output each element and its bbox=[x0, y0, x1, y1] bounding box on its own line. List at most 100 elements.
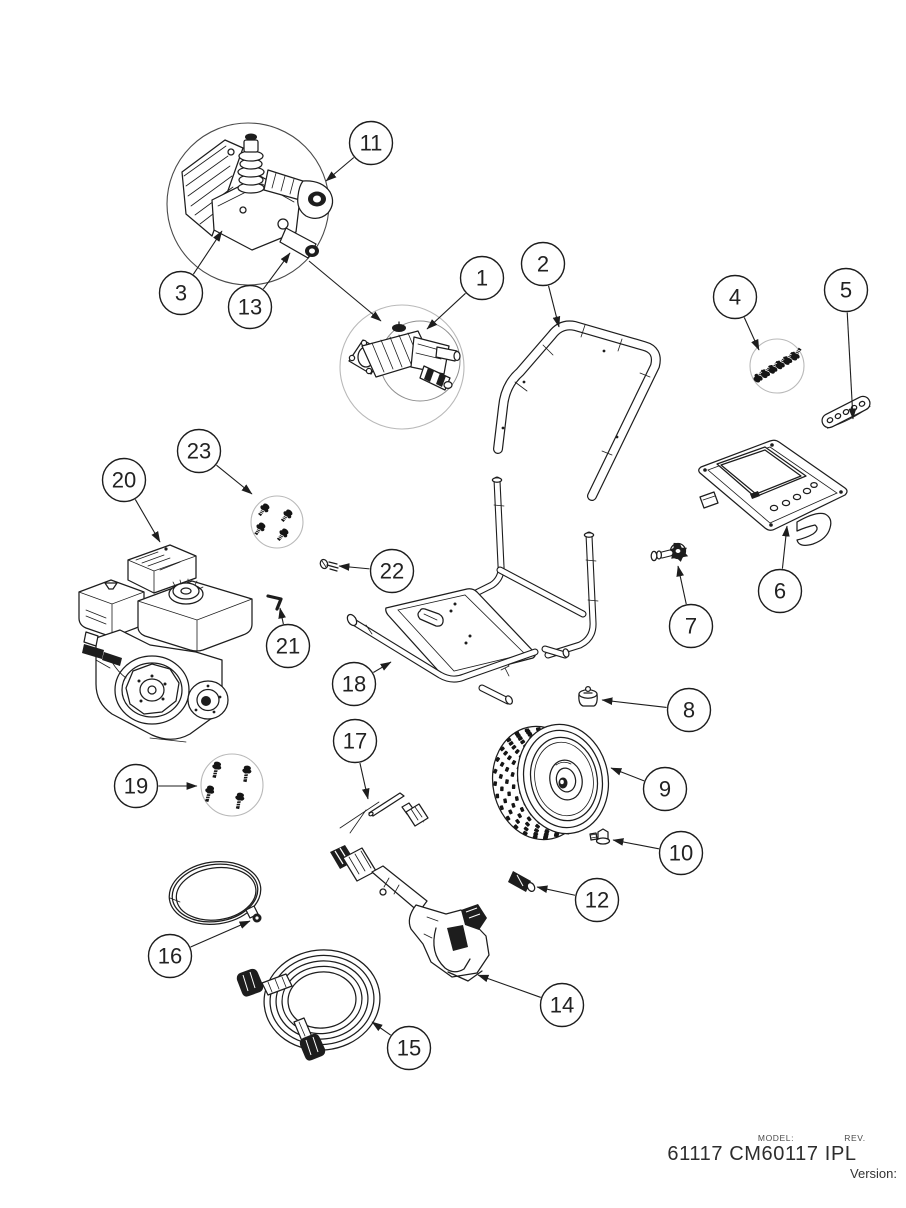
screw-22 bbox=[319, 558, 339, 572]
leader-line-5 bbox=[846, 312, 857, 420]
callout-19: 19 bbox=[113, 763, 159, 809]
callout-6: 6 bbox=[757, 568, 803, 614]
callout-18: 18 bbox=[331, 661, 377, 707]
title-block: MODEL: 61117 CM60117 IPL REV. Version: bbox=[667, 1133, 897, 1181]
model-label: MODEL: bbox=[758, 1133, 794, 1143]
leader-line-20 bbox=[134, 499, 161, 543]
leader-line-13 bbox=[262, 252, 291, 290]
callout-number-16: 16 bbox=[158, 944, 182, 969]
callout-number-19: 19 bbox=[124, 774, 148, 799]
callout-10: 10 bbox=[658, 830, 704, 876]
callout-number-6: 6 bbox=[774, 579, 786, 604]
callout-number-7: 7 bbox=[685, 614, 697, 639]
leader-line-7 bbox=[676, 565, 687, 605]
shim-17 bbox=[339, 792, 405, 834]
axle-cap-8 bbox=[578, 685, 598, 707]
bolt-icon bbox=[205, 785, 215, 803]
bolt-icon bbox=[242, 765, 252, 783]
pump-detail-inset bbox=[166, 122, 334, 286]
leader-line-23 bbox=[216, 464, 253, 495]
callout-2: 2 bbox=[520, 241, 566, 287]
callout-5: 5 bbox=[823, 267, 869, 313]
callout-number-9: 9 bbox=[659, 777, 671, 802]
pump-assembly bbox=[339, 304, 465, 430]
bolt-icon bbox=[254, 522, 266, 536]
callout-number-13: 13 bbox=[238, 295, 262, 320]
callout-number-18: 18 bbox=[342, 672, 366, 697]
detail-reference-line bbox=[308, 260, 382, 322]
leader-line-11 bbox=[325, 157, 355, 182]
frame-18 bbox=[346, 476, 599, 705]
leader-line-12 bbox=[536, 885, 576, 896]
bolt-icon bbox=[280, 509, 293, 522]
hex-key-21 bbox=[266, 594, 283, 611]
mounting-plate-5 bbox=[821, 395, 871, 429]
callout-number-1: 1 bbox=[476, 266, 488, 291]
callout-16: 16 bbox=[147, 933, 193, 979]
handle-tube bbox=[493, 320, 661, 501]
model-value: 61117 CM60117 IPL bbox=[667, 1143, 856, 1165]
callout-number-5: 5 bbox=[840, 278, 852, 303]
callout-number-8: 8 bbox=[683, 698, 695, 723]
leader-line-1 bbox=[426, 292, 466, 330]
bolt-icon bbox=[258, 503, 270, 517]
control-panel-6 bbox=[698, 439, 848, 546]
leader-line-2 bbox=[548, 285, 561, 328]
callout-12: 12 bbox=[574, 877, 620, 923]
callout-22: 22 bbox=[369, 548, 415, 594]
callout-number-21: 21 bbox=[276, 634, 300, 659]
callout-15: 15 bbox=[386, 1025, 432, 1071]
callout-23: 23 bbox=[176, 428, 222, 474]
callout-number-11: 11 bbox=[360, 131, 383, 156]
bolt-icon bbox=[276, 528, 289, 541]
callout-8: 8 bbox=[666, 687, 712, 733]
spray-gun-14 bbox=[330, 845, 490, 982]
callout-number-3: 3 bbox=[175, 281, 187, 306]
leader-line-15 bbox=[371, 1021, 391, 1036]
callout-1: 1 bbox=[459, 255, 505, 301]
callout-number-4: 4 bbox=[729, 285, 741, 310]
leader-line-9 bbox=[610, 767, 645, 782]
leader-line-3 bbox=[192, 230, 223, 275]
callout-3: 3 bbox=[158, 270, 204, 316]
callout-21: 21 bbox=[265, 623, 311, 669]
bolt-icon bbox=[790, 347, 802, 361]
bolt-kit-19 bbox=[200, 753, 264, 817]
callout-number-12: 12 bbox=[585, 888, 609, 913]
lance-12 bbox=[401, 802, 536, 892]
callout-number-14: 14 bbox=[550, 993, 574, 1018]
leader-line-22 bbox=[338, 563, 370, 571]
callout-20: 20 bbox=[101, 457, 147, 503]
bolt-kit-23 bbox=[250, 495, 304, 549]
leader-line-18 bbox=[373, 661, 392, 673]
rev-label: REV. bbox=[844, 1133, 865, 1143]
callout-number-10: 10 bbox=[669, 841, 693, 866]
leader-line-8 bbox=[601, 697, 667, 708]
callout-11: 11 bbox=[348, 120, 394, 166]
callout-9: 9 bbox=[642, 766, 688, 812]
leader-line-16 bbox=[190, 920, 251, 948]
callout-number-15: 15 bbox=[397, 1036, 421, 1061]
high-pressure-hose-15 bbox=[236, 949, 381, 1061]
callout-number-20: 20 bbox=[112, 468, 136, 493]
leader-line-17 bbox=[359, 762, 370, 800]
leader-line-21 bbox=[278, 607, 286, 625]
callout-13: 13 bbox=[227, 284, 273, 330]
fastener-kit-4 bbox=[749, 338, 805, 394]
bolt-icon bbox=[212, 761, 222, 779]
version-label: Version: bbox=[850, 1166, 897, 1181]
leader-line-14 bbox=[477, 974, 541, 998]
callout-17: 17 bbox=[332, 718, 378, 764]
bolt-10 bbox=[589, 828, 611, 845]
callout-number-2: 2 bbox=[537, 252, 549, 277]
siphon-tube-16 bbox=[168, 861, 262, 925]
leader-line-4 bbox=[743, 317, 760, 351]
engine-20 bbox=[78, 544, 253, 743]
callout-4: 4 bbox=[712, 274, 758, 320]
callout-7: 7 bbox=[668, 603, 714, 649]
leader-line-10 bbox=[612, 838, 660, 850]
knob-7 bbox=[650, 542, 689, 562]
callout-number-22: 22 bbox=[380, 559, 404, 584]
wheel-9 bbox=[491, 723, 610, 841]
